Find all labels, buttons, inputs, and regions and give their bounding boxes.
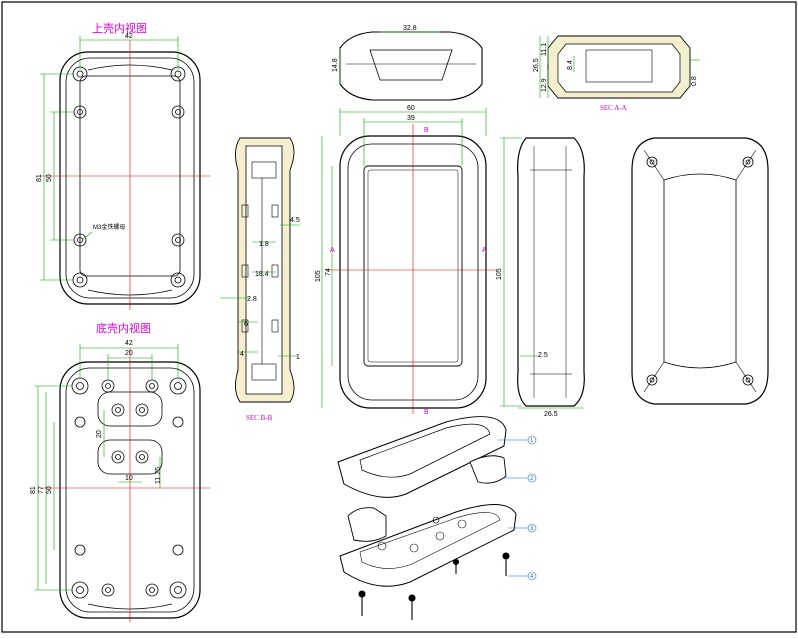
m3-insert-note: M3金铁螺母: [93, 223, 125, 231]
dim-front-105: 105: [315, 270, 322, 282]
section-a-marker-right: A: [482, 247, 487, 254]
dim-secaa-8-4: 8.4: [567, 60, 574, 70]
dim-top-50: 50: [46, 174, 53, 182]
dim-top-32-8: 32.8: [403, 25, 417, 32]
dim-secaa-0-8: 0.8: [691, 76, 698, 86]
dim-bottom-10: 10: [125, 475, 133, 482]
dim-bottom-77: 77: [38, 486, 45, 494]
bottom-shell-inner-view: 底壳内视图: [30, 321, 210, 622]
dim-top-14-8: 14.8: [332, 58, 339, 72]
top-end-view: 32.8 14.8: [332, 25, 483, 101]
dim-bottom-50: 50: [46, 486, 53, 494]
dim-front-74: 74: [325, 268, 332, 276]
dim-secbb-4: 4: [240, 351, 244, 358]
bottom-shell-bosses: [71, 377, 187, 599]
dim-front-60: 60: [407, 105, 415, 112]
back-view-screws: [646, 156, 754, 386]
section-a-marker-left: A: [330, 247, 335, 254]
front-view: 60 39 105 74 B B A A: [315, 105, 496, 416]
section-bb-view: 4.5 1.8 18.4 2.8 6 4 1 SEC B-B: [220, 137, 300, 422]
top-shell-title: 上壳内视图: [92, 21, 147, 35]
balloon-4: 4: [530, 574, 534, 580]
top-shell-inner-view: 上壳内视图 42 81 5: [36, 21, 210, 310]
screws: [358, 552, 510, 620]
dim-bottom-81: 81: [30, 486, 37, 494]
dim-side-26-5: 26.5: [544, 411, 558, 418]
bottom-shell-title: 底壳内视图: [96, 321, 151, 335]
dim-bottom-20h: 20: [96, 430, 103, 438]
top-shell-bosses: [72, 66, 186, 288]
section-aa-view: 26.5 11.1 12.9 8.4 0.8 SEC A-A: [533, 35, 700, 112]
dim-side-105: 105: [496, 268, 503, 280]
dim-bottom-20w: 20: [125, 350, 133, 357]
balloon-3: 3: [530, 526, 534, 532]
dim-bottom-11-25: 11.25: [155, 467, 162, 484]
dim-secbb-6: 6: [244, 321, 248, 328]
dim-top-81: 81: [36, 174, 43, 182]
dim-secbb-2-8: 2.8: [247, 296, 257, 303]
dim-secbb-18-4: 18.4: [255, 271, 269, 278]
sec-bb-label: SEC B-B: [246, 414, 273, 422]
section-b-marker-bottom: B: [424, 409, 429, 416]
section-b-marker-top: B: [424, 127, 429, 134]
dim-side-2-5: 2.5: [538, 352, 548, 359]
dim-secbb-1-8: 1.8: [259, 241, 269, 248]
dim-bottom-42: 42: [125, 340, 133, 347]
dim-secbb-4-5: 4.5: [290, 217, 300, 224]
side-view: 105 2.5 26.5: [496, 137, 585, 418]
dim-front-39: 39: [407, 115, 415, 122]
dim-secaa-12-9: 12.9: [541, 78, 548, 92]
dim-secbb-1: 1: [296, 354, 300, 361]
dim-secaa-11-1: 11.1: [541, 43, 548, 56]
balloon-2: 2: [530, 476, 534, 482]
exploded-assembly: 1 2 3 4: [337, 416, 537, 620]
dim-top-width: 42: [125, 33, 133, 40]
sec-aa-label: SEC A-A: [600, 104, 627, 112]
back-view: [631, 137, 769, 405]
balloon-1: 1: [530, 438, 534, 444]
dim-secaa-26-5: 26.5: [533, 58, 540, 72]
